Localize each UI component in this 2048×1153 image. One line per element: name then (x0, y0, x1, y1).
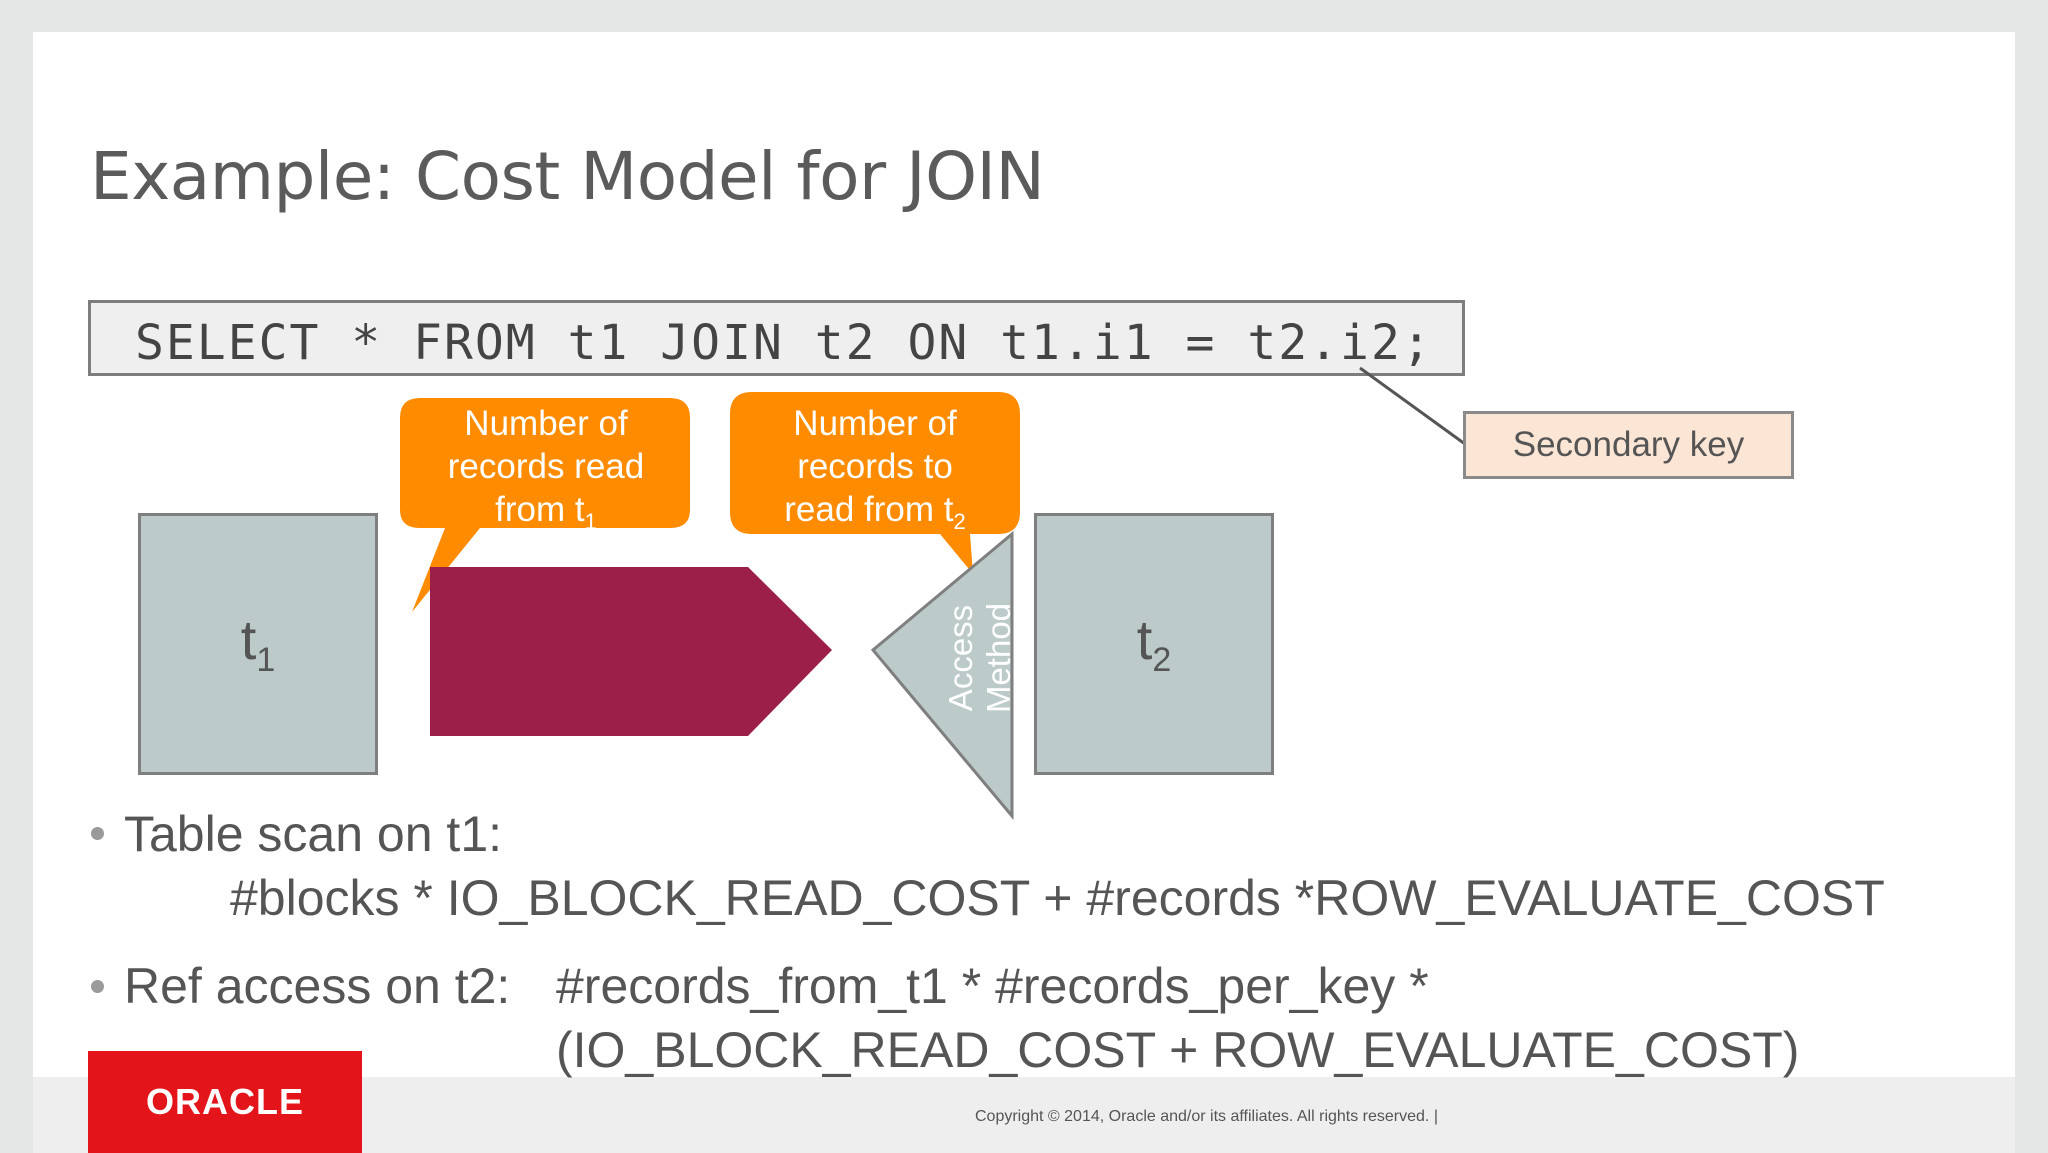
access-method-line2: Method (980, 602, 1017, 714)
bullet-2-formula-line2: (IO_BLOCK_READ_COST + ROW_EVALUATE_COST) (556, 1022, 1800, 1078)
sql-query-box: SELECT * FROM t1 JOIN t2 ON t1.i1 = t2.i… (88, 300, 1465, 376)
bullet-1-formula: #blocks * IO_BLOCK_READ_COST + #records … (230, 870, 1885, 926)
footer-band (33, 1077, 2015, 1153)
access-method-triangle (870, 530, 1014, 821)
slide-title: Example: Cost Model for JOIN (90, 138, 1045, 215)
copyright-notice: Copyright © 2014, Oracle and/or its affi… (975, 1108, 1438, 1125)
table-t1-label: t1 (240, 608, 276, 680)
callout-left-line1: Number of (464, 404, 628, 443)
callout-right-line1: Number of (793, 404, 957, 443)
scan-arrow (430, 567, 832, 736)
bullet-2-head: Ref access on t2: (124, 958, 511, 1014)
callout-left-text: Number of records read from t1 (400, 402, 692, 543)
callout-left-line3: from t1 (495, 490, 597, 534)
access-method-line1: Access (942, 604, 979, 712)
oracle-logo: ORACLE (88, 1051, 362, 1153)
callout-right-line3: read from t2 (784, 490, 966, 534)
bullet-dot-2 (91, 980, 104, 993)
oracle-logo-text: ORACLE (146, 1081, 304, 1122)
bullet-dot-1 (91, 827, 104, 840)
access-method-label: Access Method (942, 558, 1018, 758)
table-t1: t1 (138, 513, 378, 775)
table-t2-label: t2 (1136, 608, 1172, 680)
table-t2: t2 (1034, 513, 1274, 775)
secondary-key-box: Secondary key (1463, 411, 1794, 479)
callout-right-line2: records to (797, 447, 953, 486)
callout-right-text: Number of records to read from t2 (729, 402, 1021, 543)
bullet-1-head: Table scan on t1: (124, 806, 503, 862)
sql-query-text: SELECT * FROM t1 JOIN t2 ON t1.i1 = t2.i… (135, 315, 1433, 371)
secondary-key-label: Secondary key (1512, 425, 1745, 464)
secondary-key-connector (1359, 366, 1466, 446)
callout-left-bubble (400, 398, 690, 612)
callout-right-bubble (730, 392, 1020, 574)
bullet-2-formula-line1: #records_from_t1 * #records_per_key * (556, 958, 1429, 1014)
callout-left-line2: records read (447, 447, 645, 486)
